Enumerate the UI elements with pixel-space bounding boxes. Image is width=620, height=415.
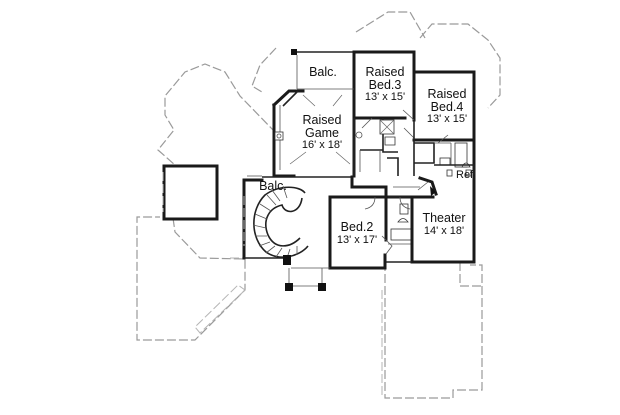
detached-structure [162,164,219,221]
room-label-balcony-upper: Balc. [309,65,337,79]
room-dims-theater: 14' x 18' [424,225,464,237]
room-label-balcony-lower: Balc. [259,179,287,193]
room-label-ref: Ref [456,169,474,181]
room-dims-game: 16' x 18' [302,139,342,151]
walls [242,49,476,270]
room-dims-bed3: 13' x 15' [365,91,405,103]
room-label-bed3-line1: Raised [366,65,405,79]
room-label-game-line2: Game [305,126,339,140]
room-label-bed2: Bed.2 [341,220,374,234]
room-label-bed4-line1: Raised [428,87,467,101]
lower-floor-outline [136,11,501,399]
room-dims-bed4: 13' x 15' [427,113,467,125]
room-label-theater: Theater [422,211,465,225]
room-labels: Balc. Raised Bed.3 13' x 15' Raised Bed.… [259,65,474,246]
room-dims-bed2: 13' x 17' [337,234,377,246]
front-porch [285,268,326,291]
room-label-game-line1: Raised [303,113,342,127]
room-label-bed3-line2: Bed.3 [369,78,402,92]
spiral-staircase [252,185,309,259]
room-label-bed4-line2: Bed.4 [431,100,464,114]
